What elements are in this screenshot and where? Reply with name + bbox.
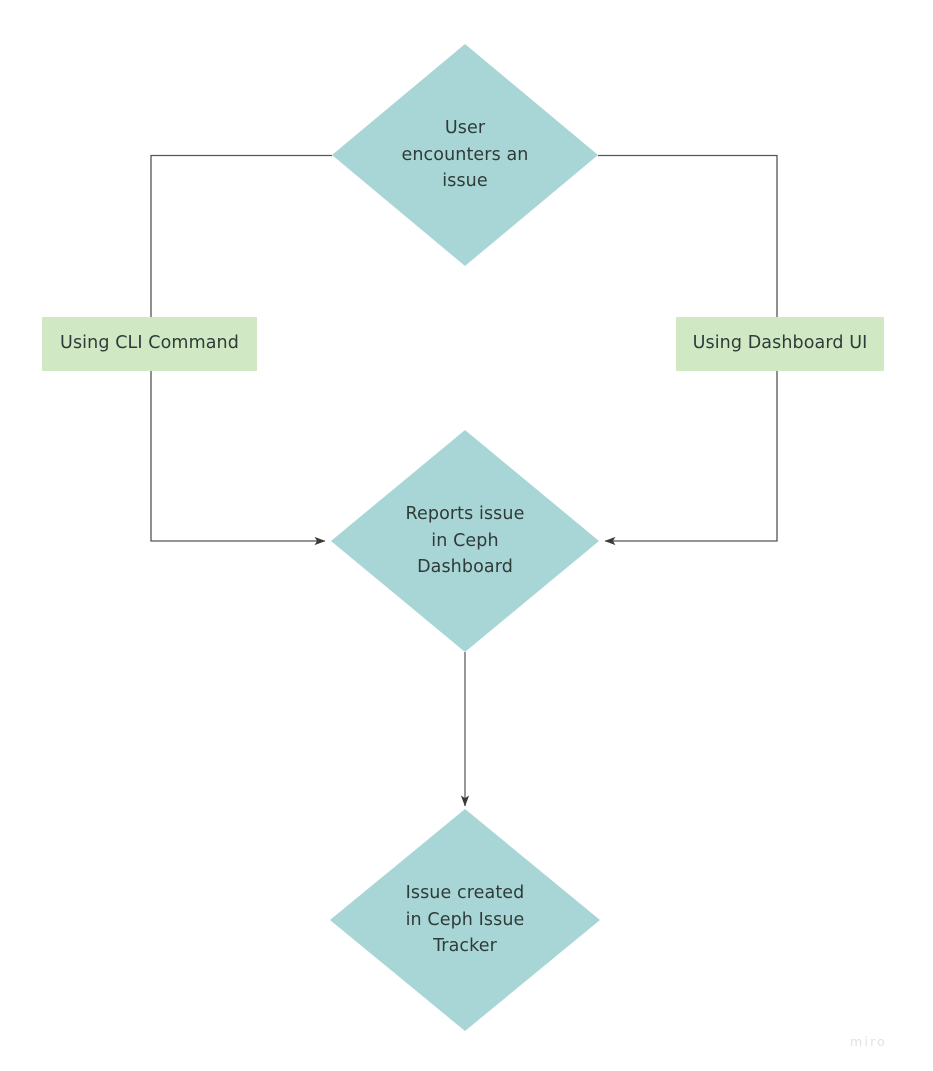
node-label: Issue created in Ceph Issue Tracker: [405, 883, 525, 957]
edge-label-dashboard-ui[interactable]: Using Dashboard UI: [676, 317, 884, 371]
miro-watermark: miro: [850, 1034, 887, 1049]
node-reports-issue-dashboard[interactable]: Reports issue in Ceph Dashboard: [331, 430, 599, 652]
node-issue-created-tracker[interactable]: Issue created in Ceph Issue Tracker: [330, 809, 600, 1031]
node-label: User encounters an issue: [401, 118, 529, 192]
node-label: Reports issue in Ceph Dashboard: [405, 504, 525, 578]
node-user-encounters-issue[interactable]: User encounters an issue: [332, 44, 598, 266]
edge-label-cli-command[interactable]: Using CLI Command: [42, 317, 257, 371]
